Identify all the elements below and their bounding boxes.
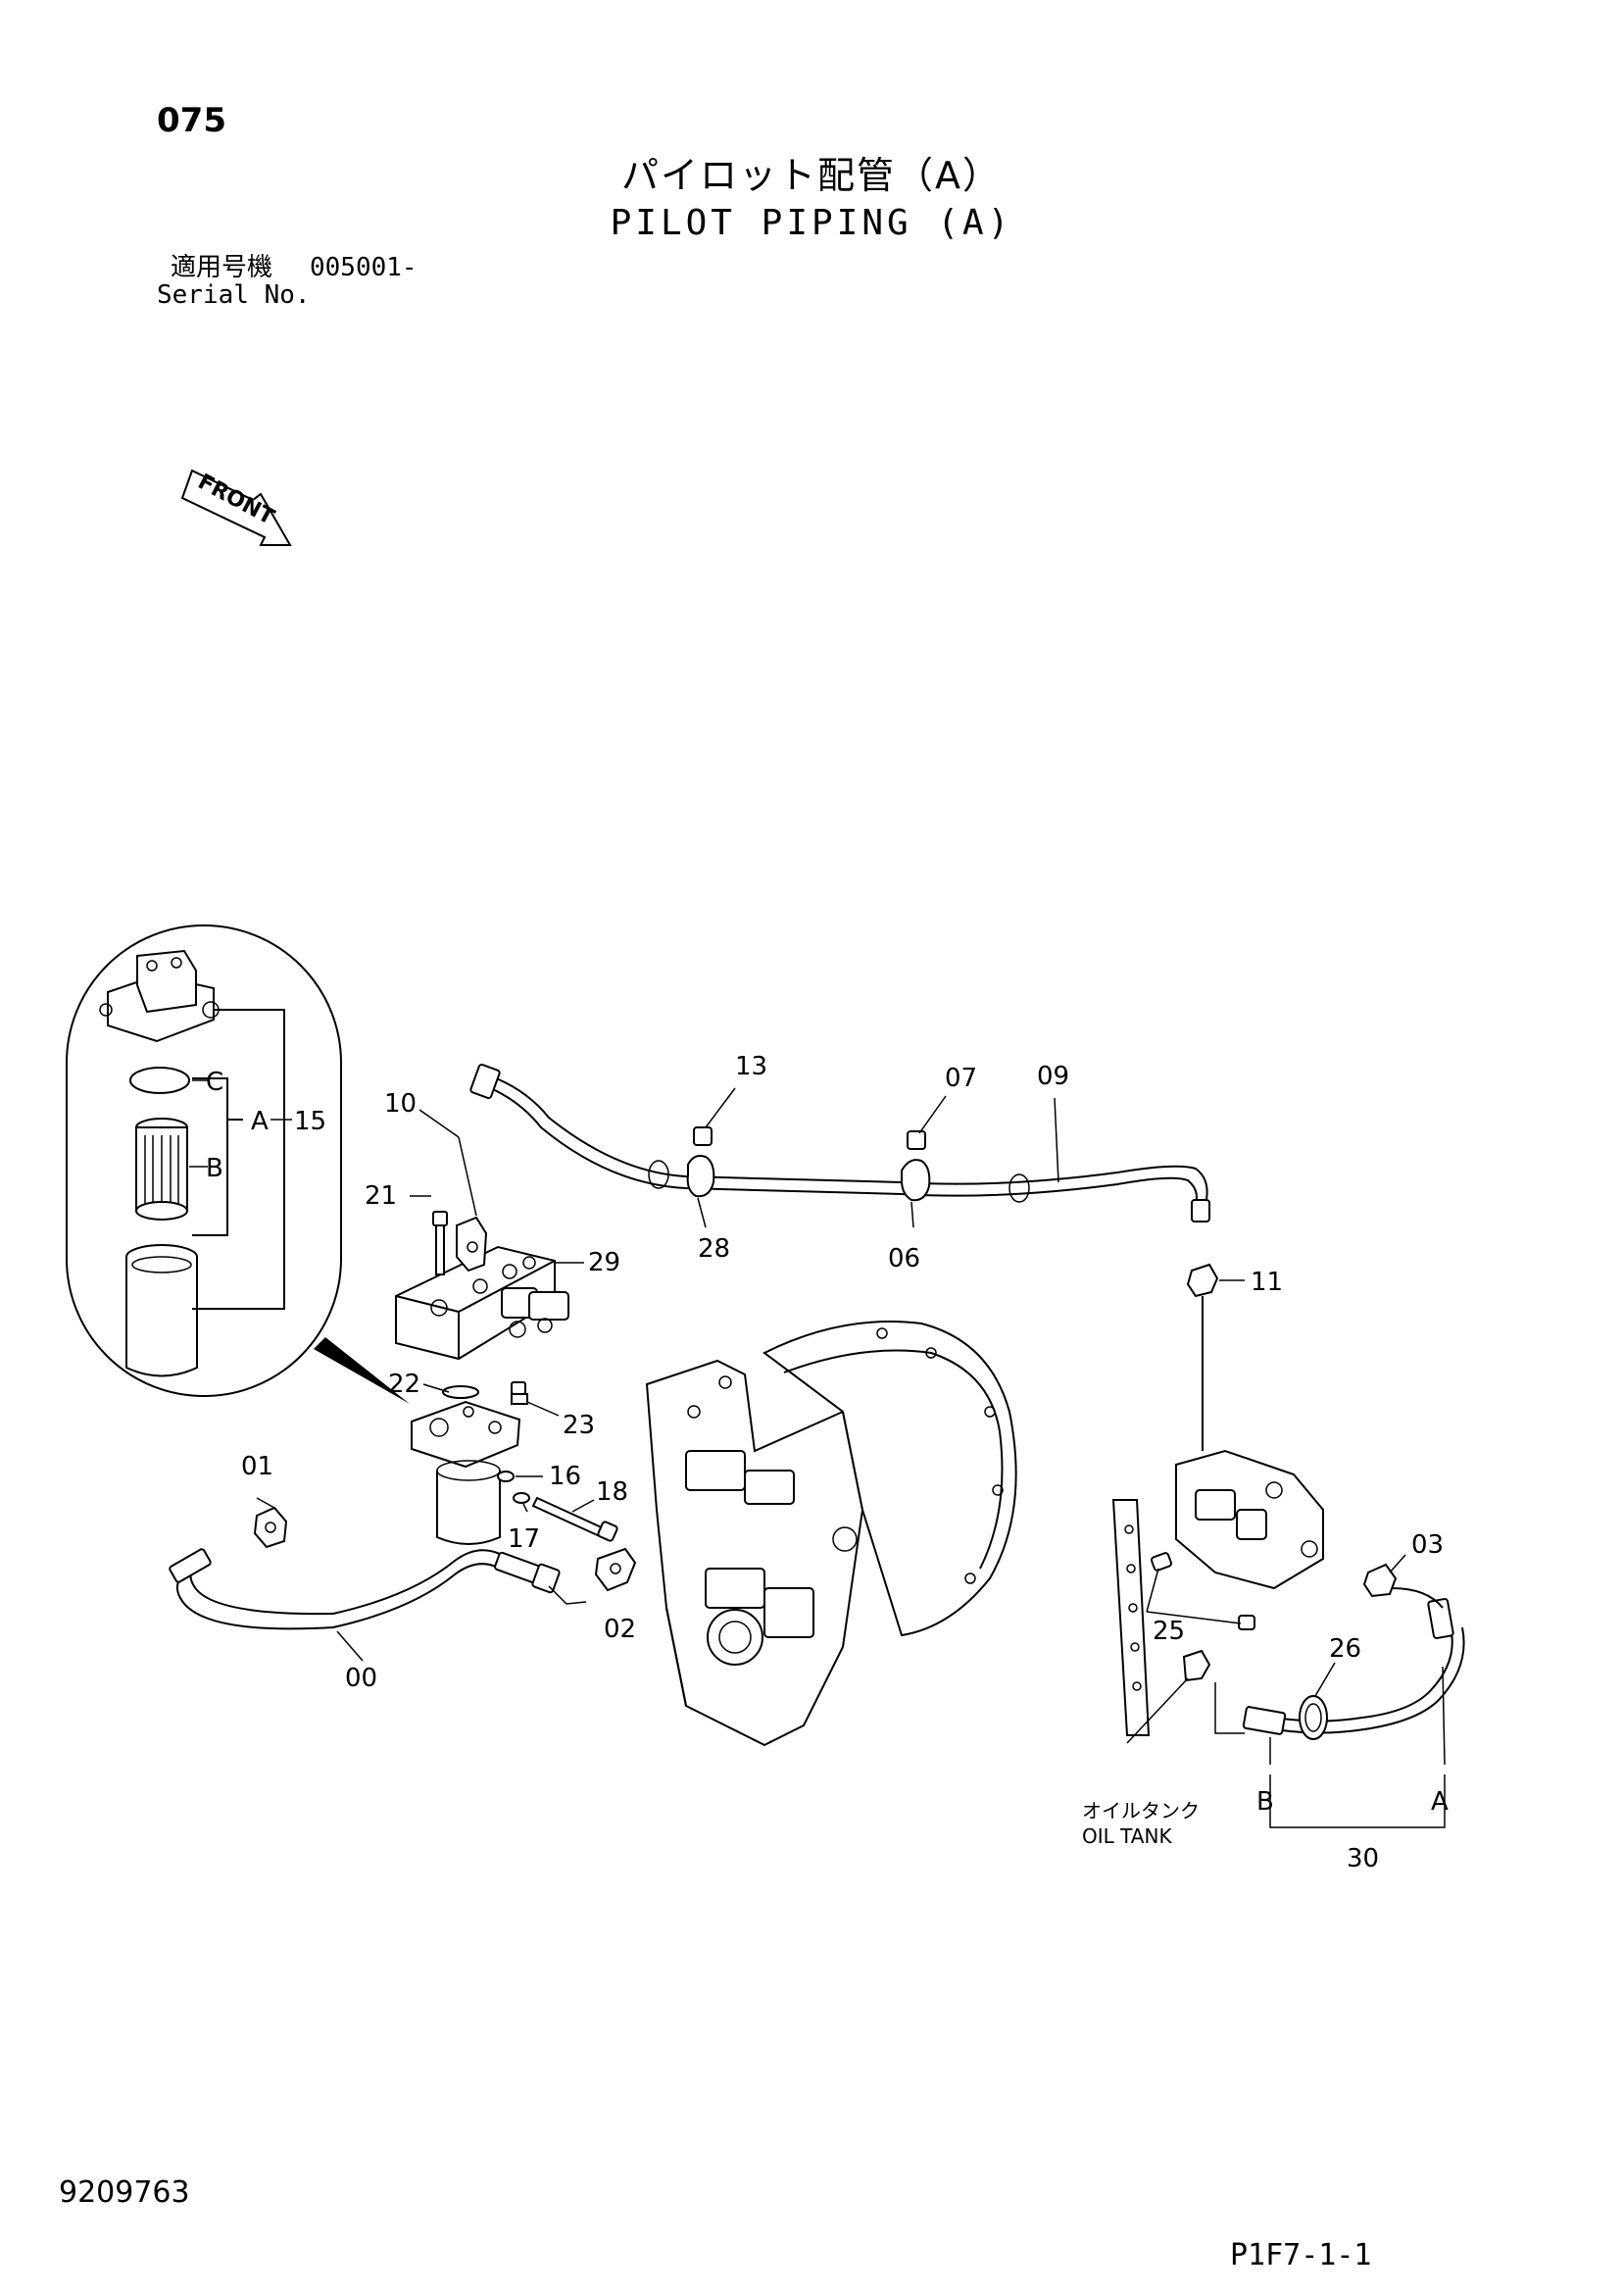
callout-01: 01 <box>241 1452 273 1481</box>
oil-tank-label-english: OIL TANK <box>1082 1824 1172 1848</box>
filter-detail-inset: C B A 15 <box>66 924 342 1397</box>
callout-07: 07 <box>945 1064 977 1093</box>
connector-fitting-part <box>253 1506 288 1549</box>
callout-18: 18 <box>596 1477 628 1507</box>
callout-11: 11 <box>1251 1268 1283 1297</box>
leader-lines <box>256 1087 1446 1828</box>
pilot-filter-part <box>411 1400 521 1545</box>
long-bolt-part <box>531 1496 618 1542</box>
callout-29: 29 <box>588 1248 620 1277</box>
filter-element-part <box>135 1118 188 1221</box>
callout-25: 25 <box>1153 1617 1185 1646</box>
callout-16: 16 <box>549 1462 581 1491</box>
callout-21: 21 <box>365 1181 397 1211</box>
clamp-06-part <box>901 1130 931 1202</box>
o-ring-part <box>129 1067 190 1094</box>
callout-06: 06 <box>888 1244 920 1273</box>
adapter-fitting-part <box>594 1547 637 1592</box>
detail-label-c: C <box>206 1068 223 1097</box>
elbow-fitting-part <box>456 1216 488 1273</box>
page-title-english: PILOT PIPING (A) <box>610 203 1013 243</box>
callout-09: 09 <box>1037 1062 1069 1091</box>
callout-30: 30 <box>1347 1844 1379 1873</box>
inset-pointer <box>314 1337 410 1404</box>
pilot-valve-part <box>1175 1449 1324 1590</box>
callout-17: 17 <box>508 1524 540 1554</box>
callout-13: 13 <box>735 1052 767 1081</box>
filter-case-part <box>125 1244 198 1377</box>
pilot-manifold-block-part <box>395 1245 569 1361</box>
washer-17-part <box>513 1492 530 1504</box>
callout-15: 15 <box>294 1107 326 1136</box>
oil-tank-label-japanese: オイルタンク <box>1082 1799 1200 1822</box>
page-title-japanese: パイロット配管（A） <box>621 154 1002 197</box>
hose-00-part <box>169 1548 561 1630</box>
plug-part <box>511 1381 528 1405</box>
detail-label-a: A <box>251 1107 269 1136</box>
front-arrow-icon: FRONT <box>180 469 292 546</box>
union-fitting-part <box>1186 1263 1219 1298</box>
hose-end-label-a: A <box>1431 1787 1449 1817</box>
mounting-bracket-part <box>1111 1499 1151 1736</box>
callout-23: 23 <box>563 1411 595 1440</box>
pilot-pipe-09-part <box>469 1063 1210 1223</box>
callout-26: 26 <box>1329 1634 1361 1664</box>
page-number: 075 <box>157 101 226 140</box>
clamp-28-part <box>686 1126 715 1198</box>
serial-label-english: Serial No. <box>157 280 311 310</box>
document-number: 9209763 <box>59 2175 190 2210</box>
o-ring-22-part <box>442 1385 479 1399</box>
serial-number-range: 005001- <box>310 253 418 282</box>
washer-16-part <box>497 1471 515 1482</box>
elbow-03-part <box>1362 1563 1398 1598</box>
tank-connector-part <box>1182 1649 1211 1682</box>
hose-clamp-26-part <box>1299 1695 1328 1740</box>
bolt-25-part <box>1150 1552 1255 1630</box>
filter-head-part <box>99 949 220 1043</box>
main-pump-part <box>645 1321 1017 1747</box>
hose-end-label-b: B <box>1256 1787 1274 1817</box>
callout-02: 02 <box>604 1615 636 1644</box>
bolt-part <box>432 1211 448 1275</box>
callout-10: 10 <box>384 1089 417 1119</box>
callout-00: 00 <box>345 1664 377 1693</box>
serial-label-japanese: 適用号機 <box>171 253 273 282</box>
page-code: P1F7-1-1 <box>1230 2238 1372 2272</box>
callout-03: 03 <box>1411 1530 1444 1560</box>
detail-label-b: B <box>206 1154 223 1183</box>
callout-28: 28 <box>698 1234 730 1264</box>
callout-22: 22 <box>388 1370 420 1399</box>
